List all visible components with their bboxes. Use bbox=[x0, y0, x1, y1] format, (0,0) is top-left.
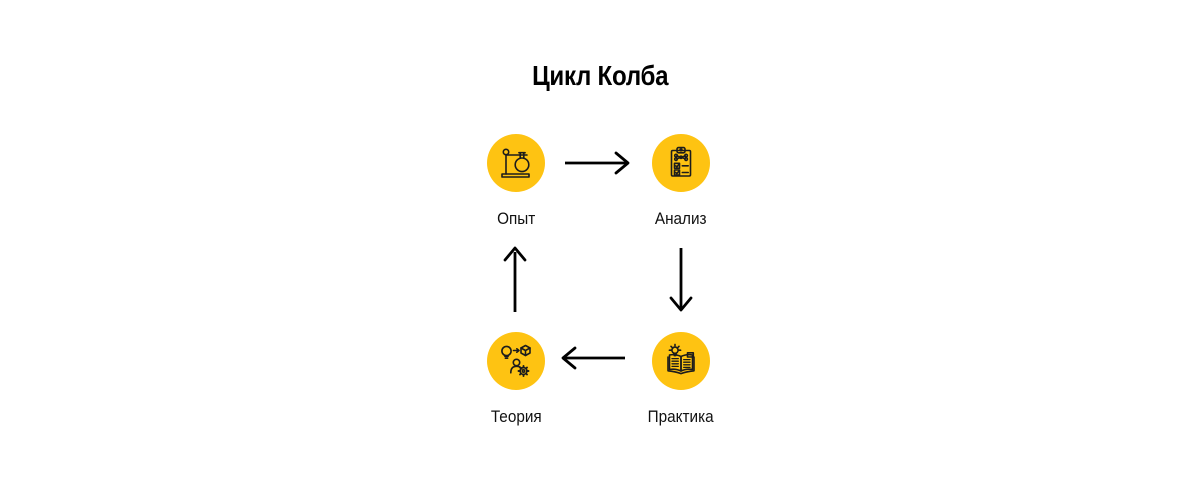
clipboard-checklist-icon bbox=[662, 144, 700, 182]
open-book-idea-icon bbox=[662, 342, 700, 380]
node-theory: Теория bbox=[456, 332, 576, 427]
node-practice-circle bbox=[652, 332, 710, 390]
arrow-practice-to-theory-icon bbox=[561, 346, 625, 370]
arrow-analysis-to-practice-icon bbox=[669, 248, 693, 312]
node-practice: Практика bbox=[621, 332, 741, 427]
node-theory-circle bbox=[487, 332, 545, 390]
idea-to-model-gear-icon bbox=[497, 342, 535, 380]
flask-stand-icon bbox=[497, 144, 535, 182]
node-analysis-circle bbox=[652, 134, 710, 192]
node-experience-circle bbox=[487, 134, 545, 192]
node-theory-label: Теория bbox=[490, 407, 542, 426]
node-practice-label: Практика bbox=[648, 407, 714, 426]
node-analysis: Анализ bbox=[621, 134, 741, 229]
node-analysis-label: Анализ bbox=[655, 209, 707, 228]
page-title-text: Цикл Колба bbox=[531, 60, 669, 91]
node-experience-label: Опыт bbox=[496, 209, 536, 228]
node-experience: Опыт bbox=[456, 134, 576, 229]
page-title: Цикл Колба bbox=[0, 60, 1200, 92]
arrow-experience-to-analysis-icon bbox=[565, 151, 630, 175]
arrow-theory-to-experience-icon bbox=[503, 246, 527, 312]
